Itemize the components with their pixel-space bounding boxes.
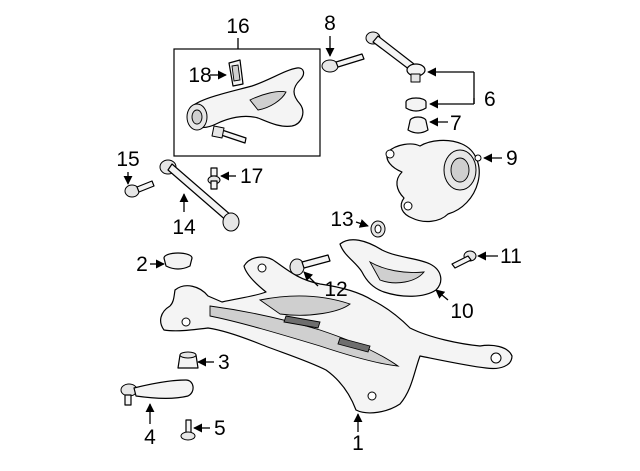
label-9: 9 [506, 147, 518, 170]
label-14: 14 [172, 216, 196, 239]
bushing-upper [405, 97, 427, 112]
lower-control-arm [339, 239, 442, 297]
label-10: 10 [450, 300, 473, 323]
label-4: 4 [144, 426, 156, 449]
label-17: 17 [240, 165, 263, 188]
label-18: 18 [188, 64, 211, 87]
bolt-part-8 [321, 53, 365, 73]
callout-numbers: 16 8 18 6 7 9 15 17 14 13 2 11 12 10 3 4… [116, 12, 521, 455]
inset-bolt [211, 125, 247, 144]
label-16: 16 [226, 15, 249, 38]
bushing-lower [407, 116, 429, 134]
label-7: 7 [450, 112, 462, 135]
stud-part-17 [207, 167, 221, 190]
label-8: 8 [324, 12, 336, 35]
subframe [160, 256, 513, 414]
bolt-part-15 [124, 180, 155, 198]
label-5: 5 [214, 417, 226, 440]
label-1: 1 [352, 432, 364, 455]
bushing-part-13 [370, 220, 386, 238]
knuckle [385, 139, 482, 223]
nut-part-3 [177, 351, 199, 369]
bushing-part-2 [163, 252, 193, 270]
stabilizer-link [120, 379, 194, 406]
label-15: 15 [116, 148, 139, 171]
trailing-link [159, 159, 240, 232]
control-link [365, 31, 426, 83]
leader-lines [123, 36, 502, 433]
label-3: 3 [218, 351, 230, 374]
label-13: 13 [330, 208, 353, 231]
label-6: 6 [484, 88, 496, 111]
upper-control-arm [186, 67, 305, 131]
bolt-part-5 [180, 419, 196, 441]
label-11: 11 [500, 245, 522, 268]
label-2: 2 [136, 253, 148, 276]
bolt-part-11 [451, 250, 477, 269]
label-12: 12 [324, 278, 347, 301]
bolt-part-12 [289, 254, 331, 276]
bracket-clip [228, 59, 244, 87]
